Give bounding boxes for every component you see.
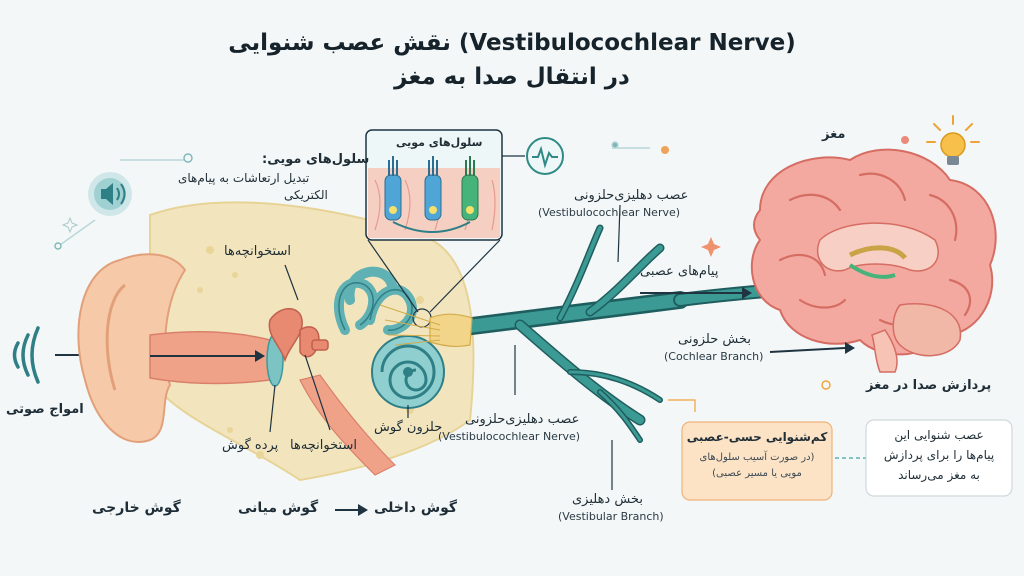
nerve-top-label-fa: عصب دهلیزی‌حلزونی [574,188,689,203]
inner-ear-label: گوش داخلی [374,500,458,516]
middle-ear-label: گوش میانی [238,500,319,516]
sound-wave-icon [12,326,40,384]
eardrum-label: پرده گوش [222,438,279,453]
hearing-loss-title: کم‌شنوایی حسی-عصبی [686,430,828,444]
nerve-role-line-3: به مغز می‌رساند [898,468,980,482]
outer-ear [77,253,187,443]
nerve-role-line-1: عصب شنوایی این [894,428,984,442]
hair-cells-title: سلول‌های مویی: [262,152,370,167]
outer-ear-label: گوش خارجی [92,500,181,516]
title-line-2: در انتقال صدا به مغز [394,64,630,90]
pulse-icon [502,137,564,175]
signal-arrows [335,287,855,516]
nerve-top-label-en: (Vestibulocochlear Nerve) [538,206,681,219]
hearing-loss-callout-bg [681,421,833,501]
sound-waves-label: امواج صوتی [6,402,84,417]
hearing-loss-desc-1: (در صورت آسیب سلول‌های [699,452,815,463]
sparkle-icon [701,237,721,257]
lightbulb-icon [926,115,980,165]
brain [750,148,997,373]
ossicles-label-top: استخوانچه‌ها [224,244,291,259]
brainstem [871,329,898,373]
hair-cells-desc-1: تبدیل ارتعاشات به پیام‌های [178,171,310,185]
nerve-role-line-2: پیام‌ها را برای پردازش [883,448,995,462]
cochlea [371,335,445,409]
speaker-icon [88,172,132,216]
cochlear-branch-label-en: (Cochlear Branch) [664,350,764,363]
brain-processing-label: پردازش صدا در مغز [866,378,992,393]
nerve-role-callout-bg [865,419,1013,497]
hair-cells-desc-2: الکتریکی [284,188,328,202]
inset-title: سلول‌های مویی [396,136,483,149]
nerve-fibers [379,304,441,346]
nerve-bottom-label-fa: عصب دهلیزی‌حلزونی [465,412,580,427]
nerve-bottom-label-en: (Vestibulocochlear Nerve) [438,430,581,443]
leader-lines [269,204,696,490]
cochlear-branch-label-fa: بخش حلزونی [678,332,751,347]
hair-cells-inset [365,129,503,241]
vestibular-branch-label-fa: بخش دهلیزی [572,492,643,507]
nerve-sheath [429,313,473,348]
cerebellum [892,303,962,357]
title-line-1: نقش عصب شنوایی (Vestibulocochlear Nerve) [228,30,796,56]
ear-canal [149,330,271,385]
hair-cell-3 [461,156,479,221]
sparkle-icon-small [61,216,79,234]
nerve-signals-label: پیام‌های عصبی [640,264,719,279]
hearing-loss-desc-2: مویی یا مسیر عصبی) [712,468,802,479]
hair-cell-2 [424,156,442,221]
vestibular-branch-label-en: (Vestibular Branch) [558,510,664,523]
ossicles-label-bottom: استخوانچه‌ها [290,438,357,453]
eustachian-tube [299,374,397,476]
brain-label: مغز [822,127,846,142]
ossicles [268,308,329,363]
cochlea-label: حلزون گوش [374,420,443,435]
hair-cell-1 [384,156,402,221]
